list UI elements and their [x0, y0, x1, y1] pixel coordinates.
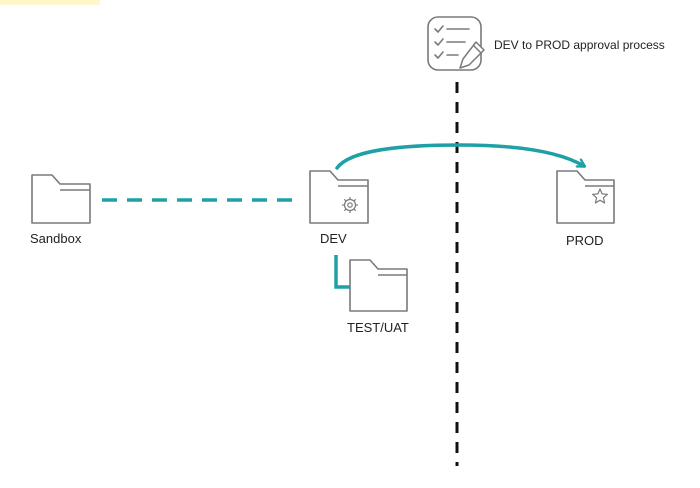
test-uat-label: TEST/UAT [347, 320, 409, 335]
pencil-icon [459, 41, 485, 69]
dev-label: DEV [320, 231, 347, 246]
dev-to-prod-arrow [335, 143, 584, 170]
checklist-pencil-icon [427, 16, 485, 71]
dev-to-test-connector [334, 255, 352, 289]
sandbox-label: Sandbox [30, 231, 82, 246]
dev-folder-gear-icon [309, 170, 369, 224]
sandbox-folder-icon [31, 174, 91, 224]
prod-label: PROD [566, 233, 604, 248]
star-icon [592, 188, 608, 204]
corner-highlight [0, 0, 100, 5]
approval-process-label: DEV to PROD approval process [494, 38, 665, 52]
gear-icon [342, 197, 358, 213]
test-folder-icon [349, 259, 408, 312]
prod-folder-star-icon [556, 170, 615, 224]
